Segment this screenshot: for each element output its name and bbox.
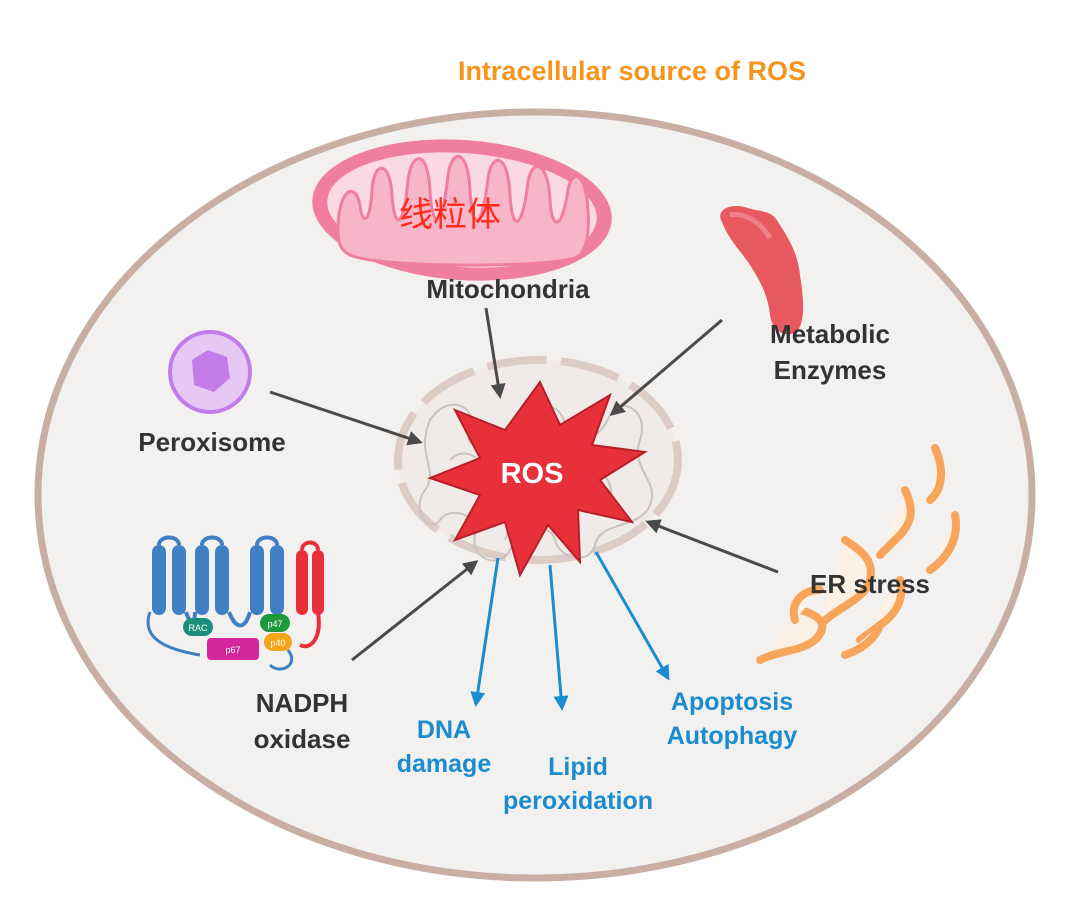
arrow-metabolic: [609, 318, 723, 416]
peroxidation-label: peroxidation: [503, 787, 653, 815]
ros-label: ROS: [501, 458, 564, 490]
p40-subunit: p40: [270, 638, 285, 648]
lipid-label: Lipid: [548, 753, 608, 781]
p67-subunit: p67: [225, 645, 240, 655]
mitochondria-annotation: 线粒体: [399, 195, 501, 235]
arrow-apoptosis: [594, 551, 670, 681]
arrow-peroxisome: [269, 390, 423, 446]
ros-burst-icon: [427, 380, 648, 578]
autophagy-label: Autophagy: [667, 722, 798, 750]
mitochondria-icon: [312, 139, 612, 281]
enzymes-label: Enzymes: [774, 355, 887, 385]
arrow-er: [645, 519, 779, 574]
enzyme-icon: [720, 205, 804, 335]
oxidase-label: oxidase: [254, 724, 351, 754]
apoptosis-label: Apoptosis: [671, 688, 793, 716]
er-stress-label: ER stress: [810, 569, 930, 599]
peroxisome-icon: [168, 330, 252, 414]
p47-subunit: p47: [267, 619, 282, 629]
diagram-title: Intracellular source of ROS: [458, 56, 806, 86]
nadph-label: NADPH: [256, 688, 348, 718]
nadph-oxidase-icon: RAC p47 p40 p67: [146, 535, 324, 671]
arrow-mitochondria: [484, 307, 506, 399]
peroxisome-label: Peroxisome: [138, 427, 285, 457]
mitochondria-label: Mitochondria: [426, 274, 590, 304]
damage-label: damage: [397, 750, 492, 778]
arrow-nadph: [351, 560, 479, 662]
metabolic-label: Metabolic: [770, 319, 890, 349]
arrow-dna: [470, 557, 500, 707]
dna-label: DNA: [417, 716, 471, 744]
er-icon: [756, 444, 960, 664]
arrow-lipid: [548, 564, 569, 711]
rac-subunit: RAC: [188, 623, 208, 633]
